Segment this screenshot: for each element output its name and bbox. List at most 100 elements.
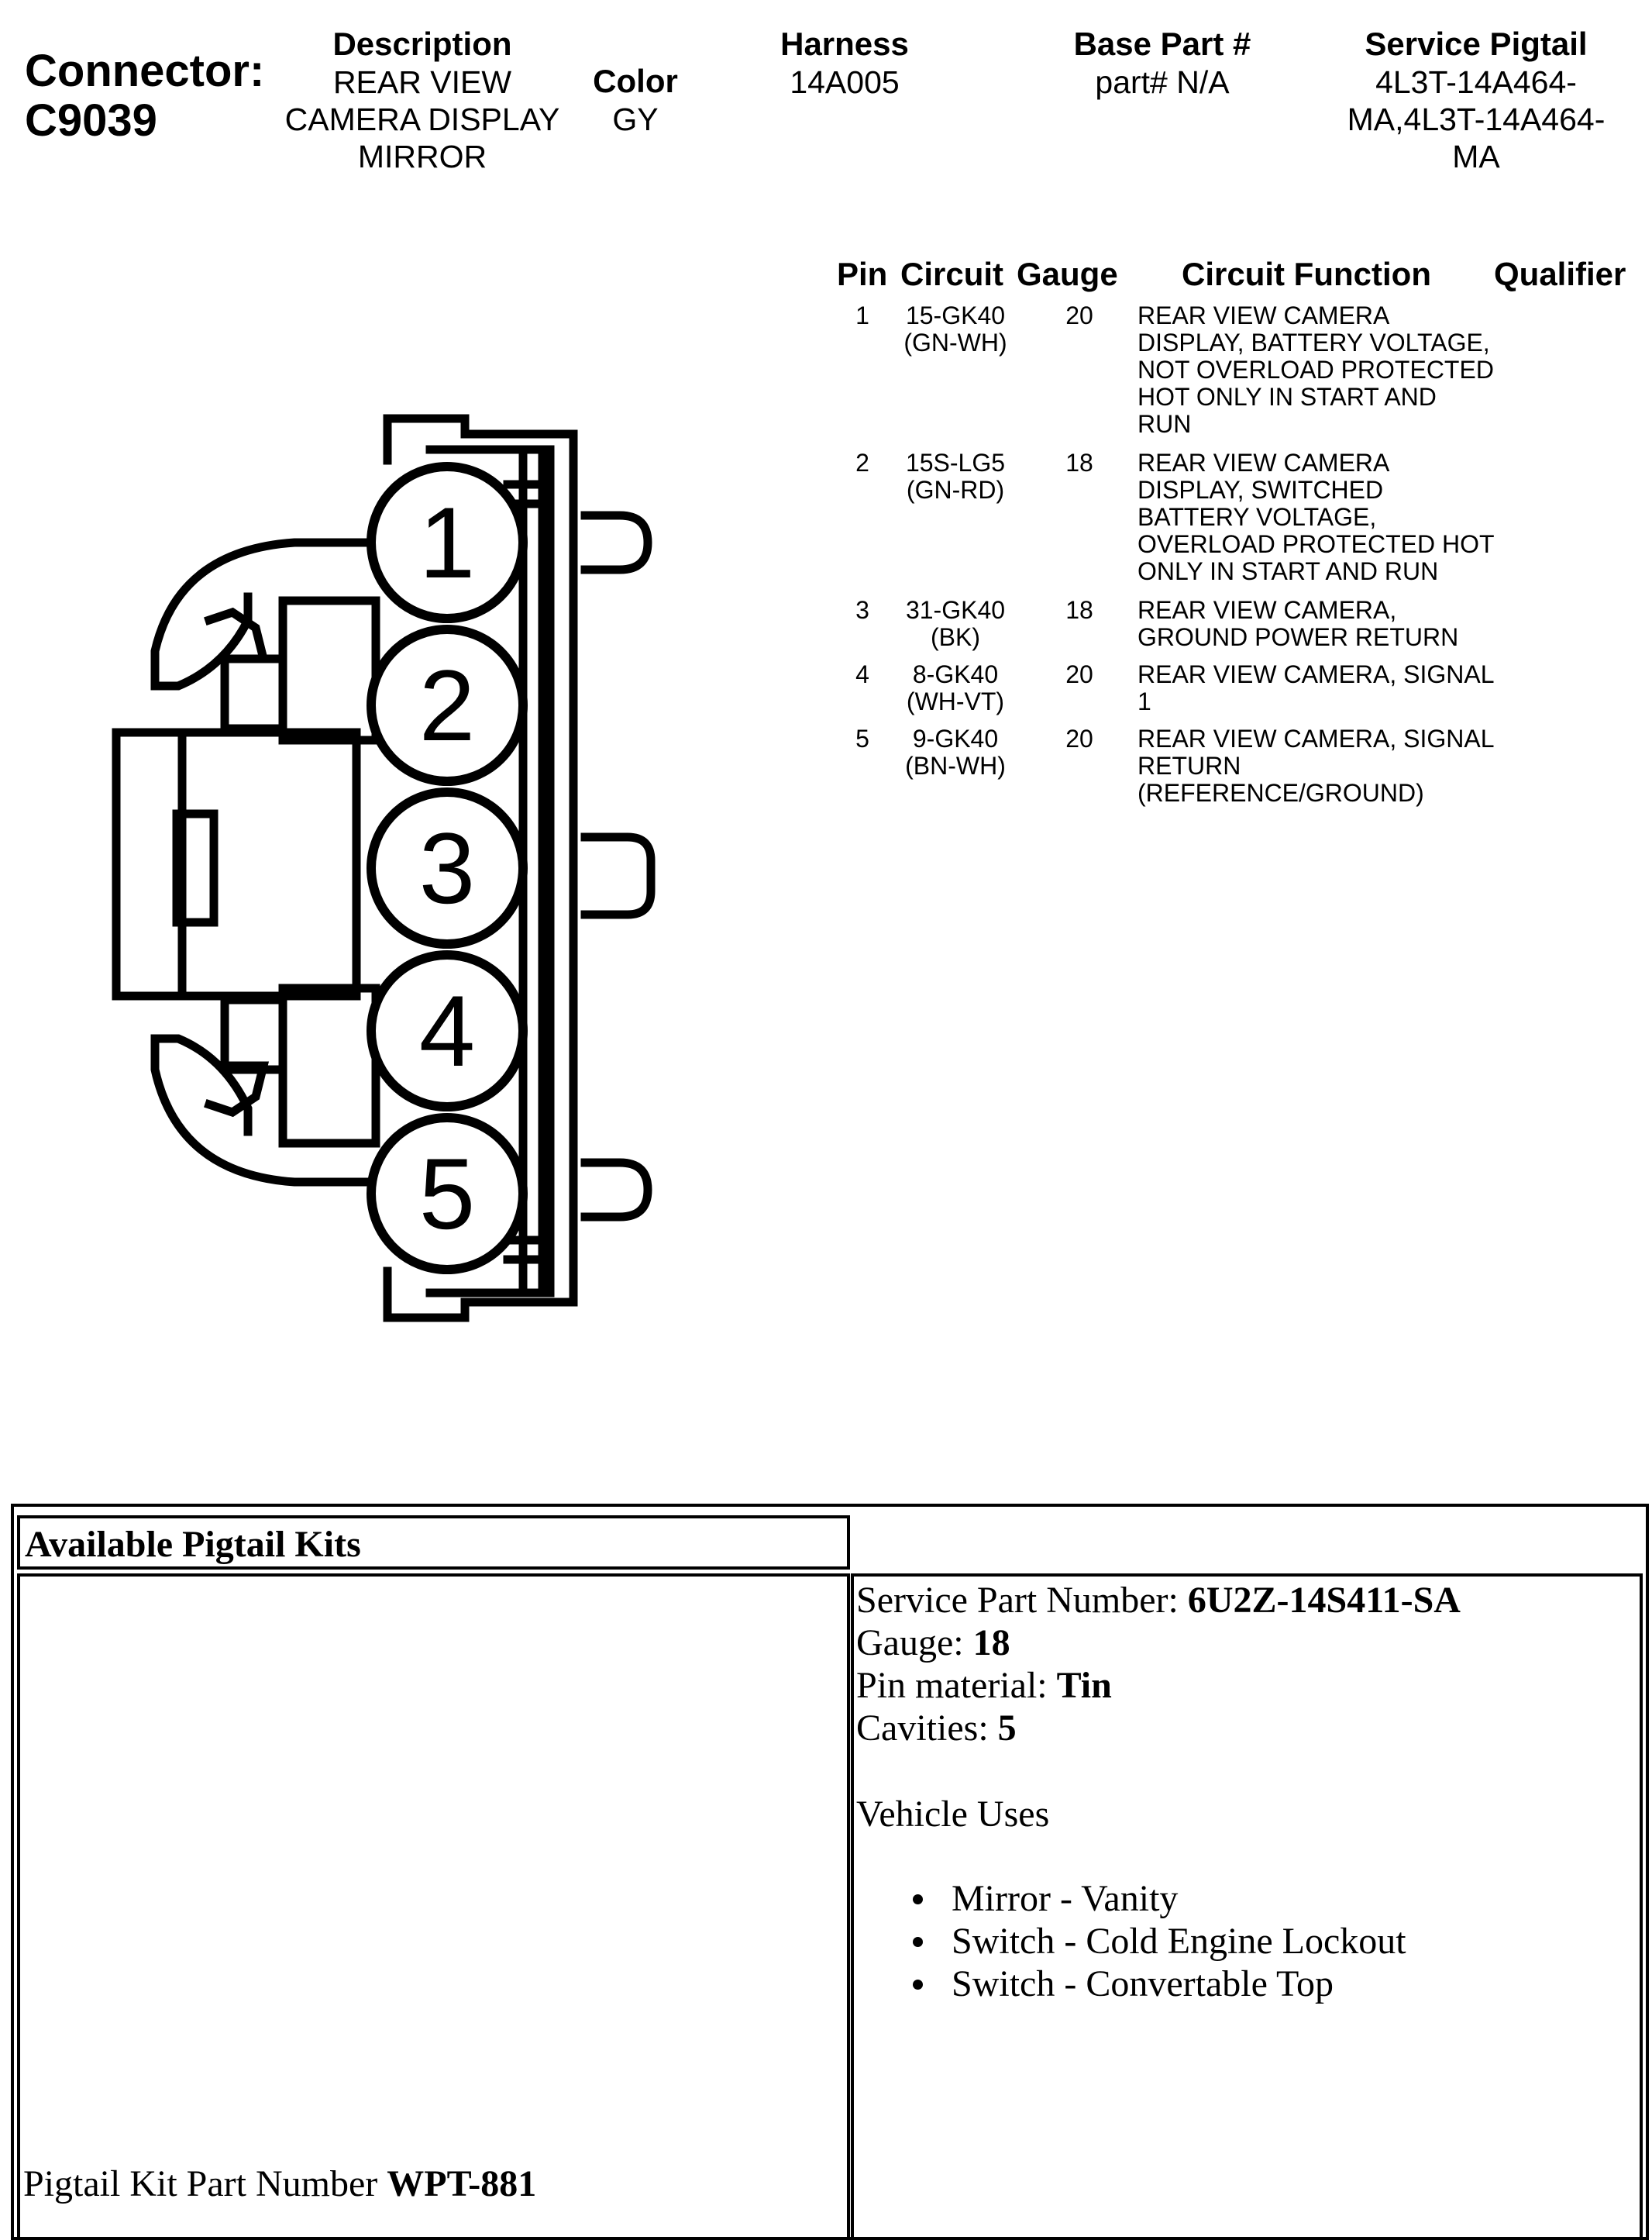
wire-color: (GN-WH) xyxy=(903,329,1007,357)
service-pigtail-line: MA xyxy=(1452,139,1500,174)
pin-number: 3 xyxy=(855,596,869,624)
connector-title: Connector: C9039 xyxy=(25,47,264,146)
base-part-column: Base Part # part# N/A xyxy=(1031,25,1294,101)
kit-part-value: WPT-881 xyxy=(387,2163,537,2204)
vehicle-uses-list: Mirror - Vanity Switch - Cold Engine Loc… xyxy=(907,1877,1406,2005)
gauge-field: Gauge: 18 xyxy=(856,1621,1010,1664)
pin-function: REAR VIEW CAMERA DISPLAY, SWITCHED BATTE… xyxy=(1137,449,1495,585)
pin-function: REAR VIEW CAMERA, SIGNAL 1 xyxy=(1137,660,1495,715)
service-pigtail-line: 4L3T-14A464- xyxy=(1375,64,1577,100)
connector-tab xyxy=(580,1158,652,1222)
circuit-code: 15-GK40 xyxy=(905,302,1006,329)
cavities-label: Cavities: xyxy=(856,1708,998,1749)
pin-circuit: 31-GK40 (BK) xyxy=(878,597,1033,651)
pin-material-field: Pin material: Tin xyxy=(856,1664,1112,1707)
release-lever xyxy=(172,809,219,927)
qualifier-header: Qualifier xyxy=(1494,256,1626,292)
release-lever xyxy=(112,728,361,1001)
list-item: Switch - Convertable Top xyxy=(907,1963,1406,2005)
pin-gauge: 18 xyxy=(1065,596,1093,624)
circuit-code: 31-GK40 xyxy=(905,596,1006,624)
circuit-code: 15S-LG5 xyxy=(905,449,1006,477)
vehicle-uses-label: Vehicle Uses xyxy=(856,1794,1050,1835)
service-pigtail-column: Service Pigtail 4L3T-14A464- MA,4L3T-14A… xyxy=(1317,25,1635,175)
latch-post xyxy=(278,596,380,745)
pin-label: 1 xyxy=(419,486,475,599)
kit-part-label: Pigtail Kit Part Number xyxy=(23,2163,387,2204)
pin-circuit: 8-GK40 (WH-VT) xyxy=(878,661,1033,715)
pin-number: 4 xyxy=(855,660,869,688)
pin-gauge: 20 xyxy=(1065,302,1093,329)
pin-header: Pin xyxy=(837,256,888,292)
pin-label: 4 xyxy=(419,974,475,1087)
harness-column: Harness 14A005 xyxy=(744,25,945,101)
connector-rib xyxy=(503,1235,547,1264)
pin-gauge: 20 xyxy=(1065,725,1093,753)
color-heading: Color xyxy=(593,63,678,99)
function-header: Circuit Function xyxy=(1182,256,1431,292)
pin-function: REAR VIEW CAMERA, SIGNAL RETURN (REFEREN… xyxy=(1137,725,1495,807)
connector-tab xyxy=(580,832,656,919)
base-part-value: part# N/A xyxy=(1095,64,1230,100)
latch-outline xyxy=(150,1034,384,1187)
description-line: CAMERA DISPLAY xyxy=(284,102,560,137)
description-line: MIRROR xyxy=(357,139,487,174)
service-part-value: 6U2Z-14S411-SA xyxy=(1187,1580,1461,1621)
connector-rail xyxy=(425,445,555,1297)
latch-post xyxy=(220,995,287,1074)
latch-post xyxy=(278,984,380,1148)
pin-function: REAR VIEW CAMERA DISPLAY, BATTERY VOLTAG… xyxy=(1137,302,1494,438)
pin-cavity xyxy=(367,950,528,1111)
gauge-value: 18 xyxy=(972,1622,1010,1663)
wire-color: (BN-WH) xyxy=(905,752,1006,780)
pin-gauge: 20 xyxy=(1065,660,1093,688)
pin-cavity xyxy=(367,787,528,949)
gauge-label: Gauge: xyxy=(856,1622,973,1663)
pin-function: REAR VIEW CAMERA, GROUND POWER RETURN xyxy=(1137,596,1459,651)
color-column: Color GY xyxy=(573,62,697,138)
circuit-code: 9-GK40 xyxy=(912,725,999,753)
connector-id: C9039 xyxy=(25,95,157,146)
description-column: Description REAR VIEW CAMERA DISPLAY MIR… xyxy=(263,25,581,175)
release-lever xyxy=(112,728,187,1001)
list-item: Switch - Cold Engine Lockout xyxy=(907,1920,1406,1963)
pin-label: 5 xyxy=(419,1137,475,1250)
pin-material-value: Tin xyxy=(1056,1665,1112,1706)
pin-number: 5 xyxy=(855,725,869,753)
description-line: REAR VIEW xyxy=(332,64,512,100)
description-heading: Description xyxy=(332,26,512,62)
pin-number: 2 xyxy=(855,449,869,477)
pin-cavity xyxy=(367,462,528,623)
pigtail-title-cell xyxy=(17,1515,850,1570)
circuit-header: Circuit xyxy=(900,256,1004,292)
service-pigtail-line: MA,4L3T-14A464- xyxy=(1347,102,1606,137)
wire-color: (BK) xyxy=(931,623,980,651)
pin-cavity xyxy=(367,1113,528,1274)
connector-shell xyxy=(383,414,578,1322)
list-item: Mirror - Vanity xyxy=(907,1877,1406,1920)
pin-label: 3 xyxy=(419,812,475,925)
kit-part-number: Pigtail Kit Part Number WPT-881 xyxy=(23,2162,536,2205)
harness-value: 14A005 xyxy=(790,64,900,100)
pin-cavity xyxy=(367,625,528,786)
pin-number: 1 xyxy=(855,302,869,329)
service-part-label: Service Part Number: xyxy=(856,1580,1188,1621)
connector-label: Connector: xyxy=(25,46,265,96)
pin-material-label: Pin material: xyxy=(856,1665,1057,1706)
service-pigtail-heading: Service Pigtail xyxy=(1365,26,1588,62)
cavities-field: Cavities: 5 xyxy=(856,1707,1017,1749)
cavities-value: 5 xyxy=(997,1708,1017,1749)
color-value: GY xyxy=(612,102,659,137)
gauge-header: Gauge xyxy=(1017,256,1118,292)
wire-color: (GN-RD) xyxy=(906,476,1005,504)
wire-color: (WH-VT) xyxy=(906,688,1005,715)
pin-circuit: 15S-LG5 (GN-RD) xyxy=(878,450,1033,504)
connector-tab xyxy=(580,511,652,574)
circuit-code: 8-GK40 xyxy=(912,660,999,688)
pigtail-title: Available Pigtail Kits xyxy=(25,1524,361,1565)
harness-heading: Harness xyxy=(780,26,909,62)
connector-rib xyxy=(503,480,547,508)
pin-gauge: 18 xyxy=(1065,449,1093,477)
